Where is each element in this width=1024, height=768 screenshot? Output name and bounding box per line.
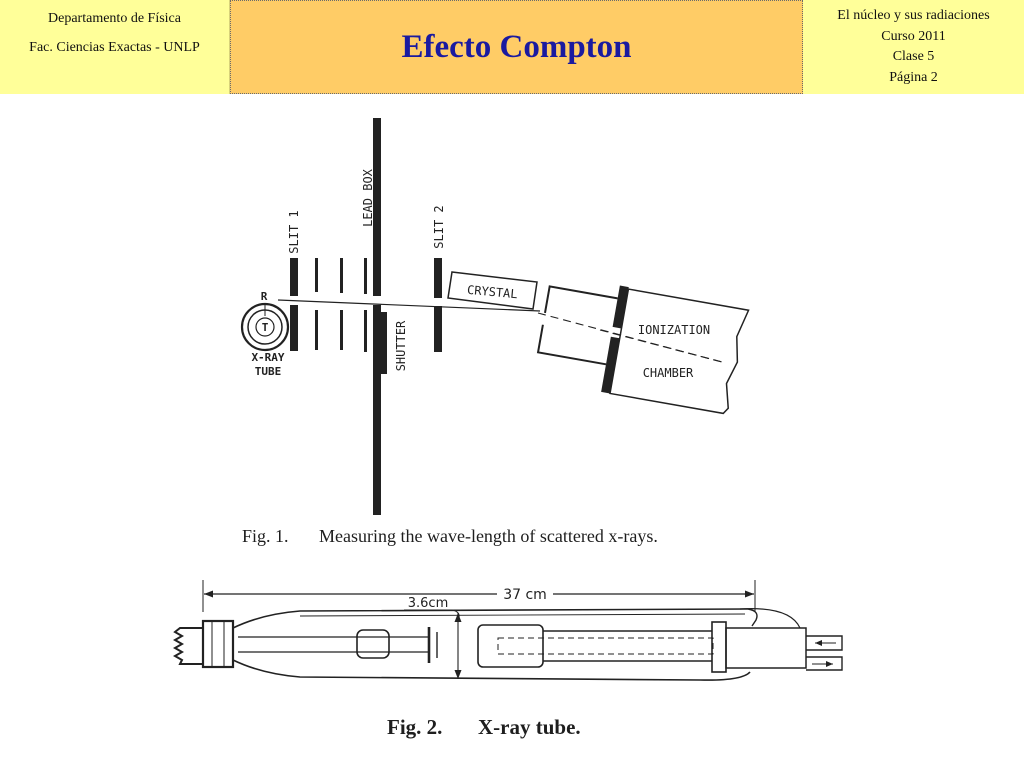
slit-2-upper-jaw (434, 258, 442, 298)
slit-1-lower-jaw (290, 305, 298, 351)
collimator-upper-wall (544, 285, 618, 314)
threaded-cap (172, 627, 203, 665)
lead-box-label: LEAD BOX (361, 168, 375, 227)
course-year: Curso 2011 (881, 28, 946, 44)
slit-1-label: SLIT 1 (287, 210, 301, 253)
ionization-chamber-assembly (536, 285, 750, 415)
xray-tube-target-circle (255, 317, 275, 337)
shutter-bar (380, 312, 387, 374)
envelope-bottom-outline (232, 659, 751, 681)
figure-2-xray-tube: 37 cm 3.6cm Fig (172, 580, 843, 739)
chamber-slit-upper-jaw (612, 285, 629, 329)
figure-1-caption: Measuring the wave-length of scattered x… (319, 526, 658, 546)
inner-slit-c-upper (364, 258, 367, 294)
lead-box-wall-lower (373, 305, 381, 515)
xray-label: X-RAY (251, 351, 284, 364)
course-name: El núcleo y sus radiaciones (837, 8, 990, 23)
inner-slit-a-lower (315, 310, 318, 350)
slide-title: Efecto Compton (401, 28, 632, 65)
ionization-label: IONIZATION (638, 323, 710, 337)
faculty-name: Fac. Ciencias Exactas - UNLP (29, 40, 200, 55)
cooling-feed-curve (739, 608, 801, 629)
envelope-right-end (747, 608, 758, 627)
slit-1-upper-jaw (290, 258, 298, 296)
chamber-slit-lower-jaw (601, 336, 620, 394)
tube-label: TUBE (255, 365, 282, 378)
slit-2-label: SLIT 2 (432, 205, 446, 248)
cap-band (201, 619, 235, 669)
r-label: R (261, 290, 268, 303)
course-panel: El núcleo y sus radiaciones Curso 2011 C… (803, 0, 1024, 94)
chamber-label: CHAMBER (643, 366, 694, 380)
primary-beam-line (277, 299, 541, 312)
figure-1-number: Fig. 1. (242, 526, 289, 546)
figure-1-apparatus: T R X-RAY TUBE SLIT 1 LEAD BOX SHUTTER S… (240, 118, 750, 546)
figure-2-caption: X-ray tube. (478, 715, 581, 739)
class-number: Clase 5 (892, 49, 935, 65)
crystal-label: CRYSTAL (467, 283, 519, 301)
page-number: Página 2 (889, 69, 938, 85)
length-dimension-label: 37 cm (503, 587, 547, 603)
cooling-pipe-outlet (806, 635, 843, 651)
inner-slit-c-lower (364, 310, 367, 352)
inner-slit-b-upper (340, 258, 343, 293)
cathode-cup (356, 629, 390, 659)
cooling-pipe-inlet (806, 656, 843, 671)
anode-flange (711, 621, 727, 673)
diameter-dimension-label: 3.6cm (408, 596, 449, 611)
anode-extension-tube (725, 627, 807, 669)
slit-2-lower-jaw (434, 306, 442, 352)
scattered-beam-inside-chamber (599, 329, 723, 363)
department-name: Departamento de Física (48, 11, 181, 26)
anode-cooling-channel (497, 637, 714, 655)
lead-box-wall-upper (373, 118, 381, 296)
ionization-chamber-body (609, 288, 750, 415)
envelope-top-inner (299, 613, 746, 617)
title-panel: Efecto Compton (230, 0, 803, 94)
figure-2-number: Fig. 2. (387, 715, 442, 739)
envelope-top-outline (232, 608, 749, 629)
shutter-label: SHUTTER (394, 320, 408, 371)
inner-slit-a-upper (315, 258, 318, 292)
crystal-box (447, 271, 538, 310)
inner-slit-b-lower (340, 310, 343, 350)
anode-head (477, 624, 544, 668)
target-label: T (262, 321, 269, 334)
department-panel: Departamento de Física Fac. Ciencias Exa… (0, 0, 230, 94)
collimator-lower-wall (536, 324, 607, 366)
